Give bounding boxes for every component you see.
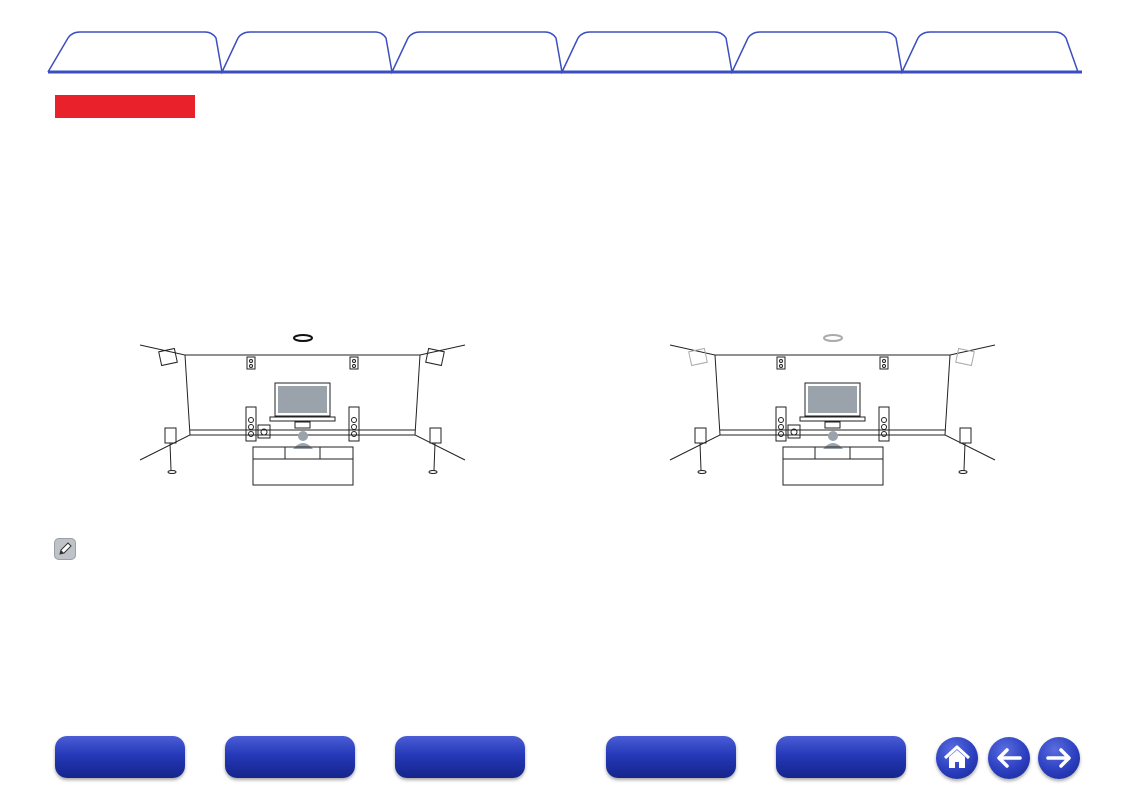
section-badge	[55, 95, 195, 118]
front-speaker-right-icon	[878, 406, 890, 442]
ceiling-speaker-icon	[823, 334, 843, 342]
front-speaker-right-icon	[348, 406, 360, 442]
room-walls	[139, 344, 466, 461]
sofa-icon	[252, 446, 354, 486]
subwoofer-icon	[257, 424, 271, 439]
room-walls	[669, 344, 996, 461]
ceiling-speaker-icon	[293, 334, 313, 342]
nav-button-1[interactable]	[55, 736, 185, 778]
forward-button[interactable]	[1038, 737, 1080, 779]
pencil-icon	[54, 538, 76, 560]
tv-icon	[799, 382, 866, 429]
nav-button-4[interactable]	[606, 736, 736, 778]
nav-button-3[interactable]	[395, 736, 525, 778]
surround-speaker-right-icon	[958, 427, 972, 474]
front-height-speaker-right-icon	[425, 347, 445, 367]
nav-button-2[interactable]	[225, 736, 355, 778]
nav-button-5[interactable]	[776, 736, 906, 778]
tab-4[interactable]	[568, 32, 728, 72]
surround-speaker-left-icon	[164, 427, 177, 474]
subwoofer-icon	[787, 424, 801, 439]
listener-icon	[293, 431, 313, 449]
front-height-speaker-right-icon	[955, 347, 975, 367]
tv-icon	[269, 382, 336, 429]
tab-1[interactable]	[58, 32, 218, 72]
back-button[interactable]	[988, 737, 1030, 779]
wall-speaker-right-icon	[879, 356, 889, 370]
sofa-icon	[782, 446, 884, 486]
tab-bar	[47, 31, 1082, 75]
front-height-speaker-left-icon	[688, 347, 708, 367]
arrow-right-icon	[1046, 748, 1071, 768]
tab-2[interactable]	[228, 32, 388, 72]
surround-speaker-left-icon	[694, 427, 707, 474]
tab-6[interactable]	[908, 32, 1068, 72]
wall-speaker-right-icon	[349, 356, 359, 370]
surround-speaker-right-icon	[428, 427, 442, 474]
tab-3[interactable]	[398, 32, 558, 72]
arrow-left-icon	[997, 748, 1022, 768]
listener-icon	[823, 431, 843, 449]
front-height-speaker-left-icon	[158, 347, 178, 367]
home-icon	[943, 745, 971, 768]
front-speaker-left-icon	[245, 406, 257, 442]
wall-speaker-left-icon	[776, 356, 786, 370]
home-button[interactable]	[936, 737, 978, 779]
front-speaker-left-icon	[775, 406, 787, 442]
speaker-layout-illustration-left	[139, 334, 466, 486]
tab-5[interactable]	[738, 32, 898, 72]
speaker-layout-illustration-right	[669, 334, 996, 486]
wall-speaker-left-icon	[246, 356, 256, 370]
